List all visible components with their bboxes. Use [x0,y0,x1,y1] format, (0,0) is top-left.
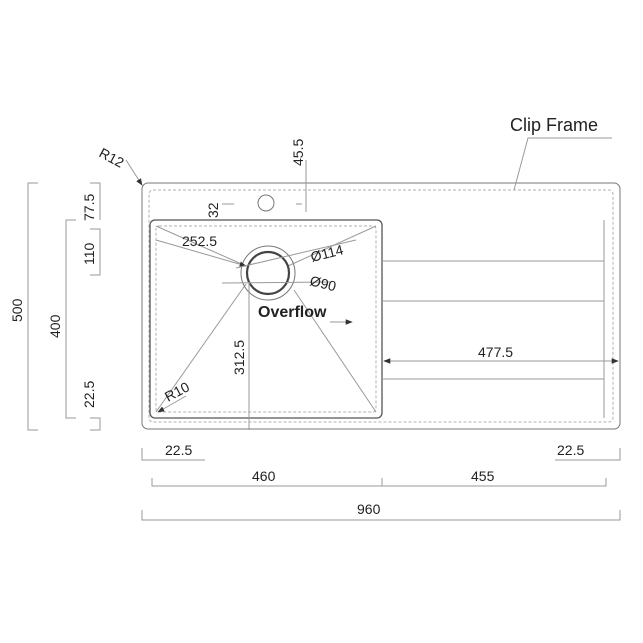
drain [155,239,357,430]
r12-leader [125,159,143,186]
overflow-label: Overflow [258,304,327,321]
bowl-depth-bracket [65,219,76,419]
clip-frame-line [148,189,614,423]
bottom-dimensions [141,395,621,521]
overall-depth-bracket [27,182,38,431]
bowl-fold-top-left [155,225,247,267]
outer-frame [141,182,621,430]
inner-diameter-label: Ø90 [308,272,338,294]
bowl-outline [149,219,383,419]
bowl-offset-bracket [90,228,101,276]
tap-hole-height-label: 45.5 [290,139,306,166]
bowl-inner-line [155,225,377,413]
r10-leader [157,395,187,413]
overall-depth-label: 500 [9,298,25,322]
top-margin-label: 77.5 [81,194,97,221]
drain-x-dimension-line [155,239,247,267]
clip-frame-label: Clip Frame [510,115,598,135]
left-margin-label: 22.5 [165,442,192,458]
bottom-margin-label: 22.5 [81,381,97,408]
r12-label: R12 [97,145,127,171]
bowl-depth-label: 400 [47,314,63,338]
overall-width-label: 960 [357,501,381,517]
drainer [382,220,619,418]
left-margin-bracket [141,448,205,461]
outer-diameter-leader [235,239,357,269]
tap-hole-offset-label: 32 [205,202,221,218]
drainer-section-label: 455 [471,468,495,484]
bottom-margin-bracket [90,417,101,431]
drainer-width-label: 477.5 [478,344,513,360]
bowl-width-label: 460 [252,468,276,484]
bowl-fold-bottom-right [293,289,377,413]
inner-diameter-leader [221,281,331,284]
top-margin-bracket [90,182,101,220]
bowl-width-bracket [151,478,383,487]
bowl-fold-bottom-left [155,283,247,413]
drain-outer-ring [240,245,296,301]
drain-x-label: 252.5 [182,233,217,249]
overall-width-bracket [141,510,621,521]
drain-y-label: 312.5 [231,340,247,375]
left-dimensions [27,159,143,431]
right-margin-label: 22.5 [557,442,584,458]
bowl-offset-label: 110 [81,242,97,265]
drainer-section-bracket [382,478,607,487]
clip-frame-leader [513,137,612,191]
sink-outline [141,182,621,430]
tap-hole [257,194,275,212]
outer-diameter-label: Ø114 [309,241,345,265]
drain-inner-ring [245,250,291,296]
bowl [149,219,383,419]
right-margin-bracket [555,448,621,461]
